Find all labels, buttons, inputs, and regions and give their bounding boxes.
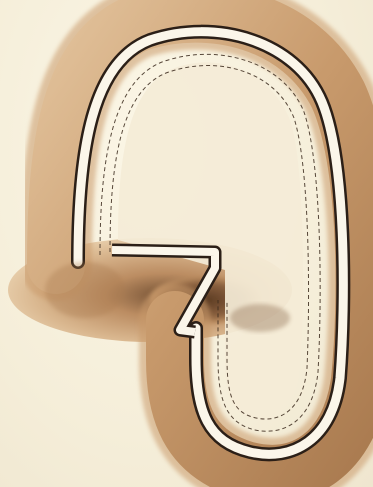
figure-canvas	[0, 0, 373, 487]
knotted-tube-illustration	[0, 0, 373, 487]
